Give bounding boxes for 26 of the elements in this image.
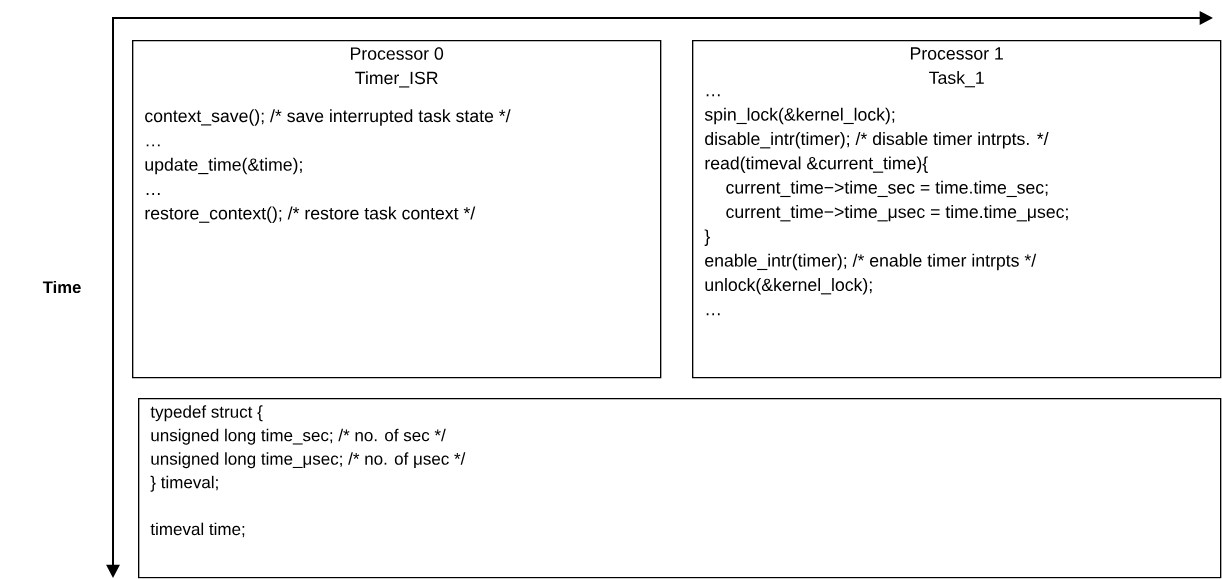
code-line: … (146, 144, 160, 147)
code-line: disable_intr(timer); /* disable timer intrpts. */ (705, 132, 1049, 149)
axis-label: Time (42, 280, 81, 294)
code-line: current_time−>time_sec = time.time_sec; (726, 180, 1048, 198)
code-line: enable_intr(timer); /* enable timer intrpts */ (705, 253, 1037, 271)
code-line: current_time−>time_μsec = time.time_μsec; (726, 205, 1068, 222)
code-line: typedef struct { (150, 405, 263, 422)
code-line: read(timeval &current_time){ (705, 156, 928, 173)
code-line: spin_lock(&kernel_lock); (704, 107, 895, 125)
code-line: timeval time; (150, 522, 245, 538)
code-line: … (706, 94, 720, 97)
code-line: unsigned long time_sec; /* no. of sec */ (151, 428, 446, 445)
code-line: restore_context(); /* restore task context */ (145, 206, 476, 223)
code-line: … (146, 193, 160, 195)
code-line: update_time(&time); (145, 157, 302, 175)
code-line: context_save(); /* save interrupted task state */ (145, 109, 511, 126)
code-line: unsigned long time_μsec; /* no. of μsec */ (151, 452, 466, 469)
code-line: } (704, 229, 710, 246)
node-heading: Processor 1 Task_1 (911, 47, 1003, 88)
node-heading: Processor 0 Timer_ISR (351, 47, 444, 88)
code-line: … (706, 313, 720, 316)
code-box (138, 398, 1222, 579)
code-line: } timeval; (150, 475, 218, 492)
code-box (692, 40, 1222, 379)
code-line: unlock(&kernel_lock); (705, 278, 872, 295)
code-box (132, 40, 662, 379)
